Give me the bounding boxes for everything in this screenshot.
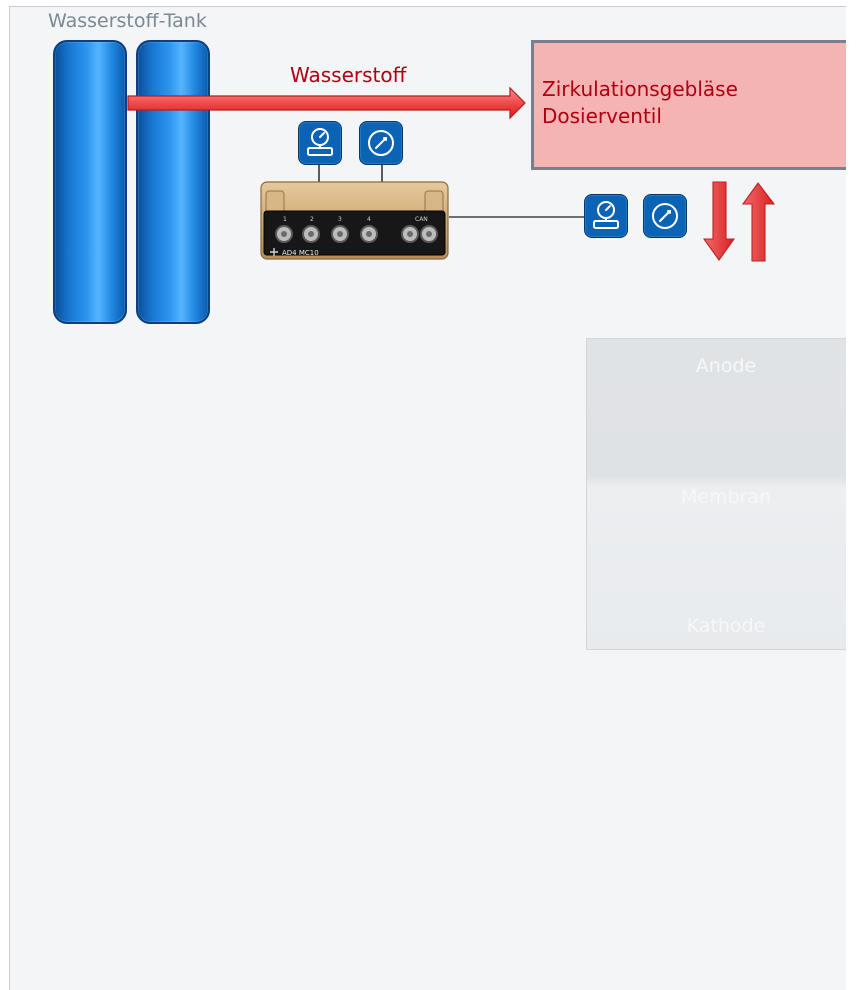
module-logo-icon [270, 248, 278, 256]
port-label-3: 3 [338, 216, 342, 223]
component-block: Zirkulationsgebläse Dosierventil [531, 40, 861, 170]
membrane-label: Membran [680, 486, 772, 508]
component-line-2: Dosierventil [542, 104, 662, 128]
pressure-gauge-icon [643, 194, 687, 238]
port-label-4: 4 [367, 216, 371, 223]
hydrogen-tank-left [53, 40, 127, 324]
flow-sensor-icon [584, 194, 628, 238]
measurement-module: 1 2 3 4 CAN AD4 MC10 [260, 181, 449, 260]
component-line-1: Zirkulationsgebläse [542, 77, 738, 101]
module-port-4 [360, 225, 378, 243]
tank-title: Wasserstoff-Tank [48, 10, 207, 32]
port-label-can: CAN [415, 216, 428, 223]
pressure-gauge-icon [359, 121, 403, 165]
hydrogen-tank-right [136, 40, 210, 324]
module-port-2 [302, 225, 320, 243]
flow-sensor-icon [298, 121, 342, 165]
port-label-1: 1 [283, 216, 287, 223]
port-label-2: 2 [310, 216, 314, 223]
fuel-cell-stack: Anode Membran Kathode [586, 338, 861, 650]
cathode-label: Kathode [686, 615, 766, 637]
module-port-1 [275, 225, 293, 243]
anode-label: Anode [695, 355, 757, 377]
hydrogen-flow-label: Wasserstoff [290, 63, 407, 87]
module-model-label: AD4 MC10 [282, 249, 319, 257]
module-port-can-1 [401, 225, 419, 243]
right-edge-mask [846, 0, 861, 990]
module-port-can-2 [420, 225, 438, 243]
module-port-3 [331, 225, 349, 243]
